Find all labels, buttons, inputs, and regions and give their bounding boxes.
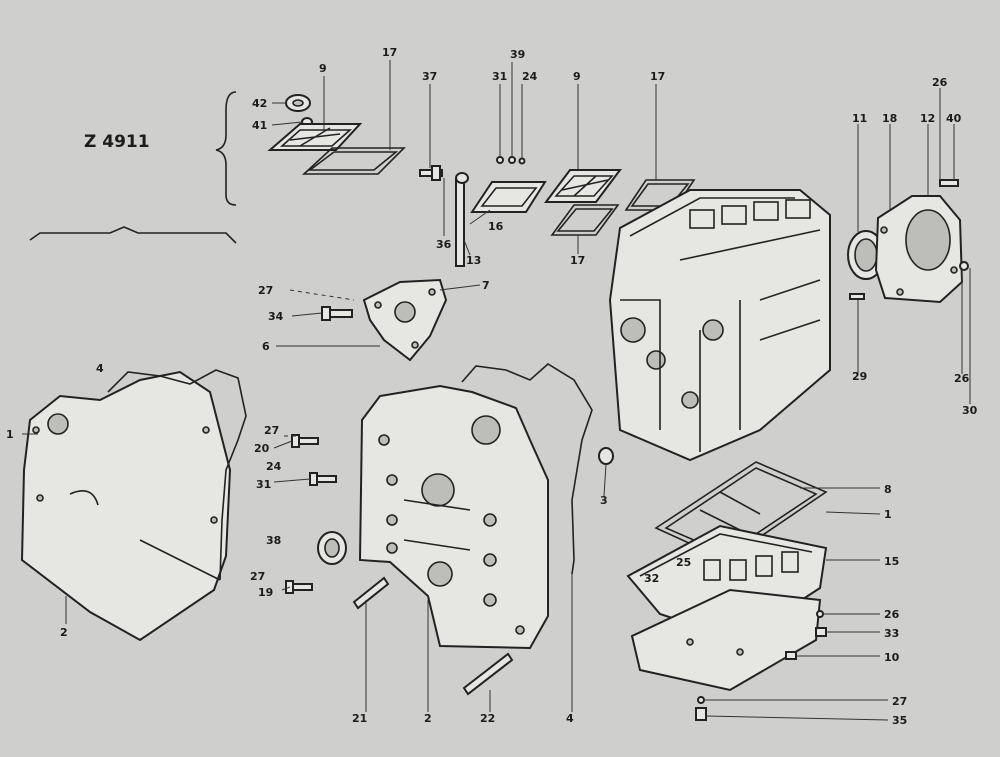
valve-cover-right <box>544 169 622 203</box>
callout-17a: 17 <box>382 46 397 59</box>
callout-27a: 27 <box>258 284 273 297</box>
callout-33: 33 <box>884 627 899 640</box>
callout-31a: 31 <box>492 70 507 83</box>
callout-17b: 17 <box>650 70 665 83</box>
callout-13: 13 <box>466 254 481 267</box>
valve-cover-left <box>267 123 363 151</box>
callout-3: 3 <box>600 494 608 507</box>
callout-41: 41 <box>252 119 267 132</box>
leader-lines <box>22 60 971 721</box>
plug-3 <box>598 447 614 465</box>
callout-37: 37 <box>422 70 437 83</box>
callout-29: 29 <box>852 370 867 383</box>
callout-1b: 1 <box>884 508 892 521</box>
callout-7: 7 <box>482 279 490 292</box>
callout-34: 34 <box>268 310 284 323</box>
bolt-34 <box>321 306 353 321</box>
callout-25: 25 <box>676 556 691 569</box>
callout-27b: 27 <box>264 424 279 437</box>
callout-24b: 24 <box>266 460 282 473</box>
valve-cover-gasket-left <box>301 147 406 175</box>
callout-40: 40 <box>946 112 962 125</box>
callout-9b: 9 <box>573 70 581 83</box>
callout-39: 39 <box>510 48 525 61</box>
plug-10 <box>785 651 797 660</box>
callout-36: 36 <box>436 238 452 251</box>
rod-13 <box>455 172 469 267</box>
callout-12: 12 <box>920 112 935 125</box>
front-plate-6 <box>362 278 448 362</box>
oil-pan-lower <box>630 588 822 692</box>
section-divider <box>29 226 237 244</box>
gasket-17-mid <box>550 204 620 236</box>
callout-6: 6 <box>262 340 270 353</box>
callout-27c: 27 <box>250 570 265 583</box>
timing-cover-left <box>20 370 232 642</box>
callout-30: 30 <box>962 404 978 417</box>
washer-26-rear <box>959 261 969 271</box>
callout-16: 16 <box>488 220 504 233</box>
callout-17c: 17 <box>570 254 585 267</box>
callout-labels: 42 41 9 17 37 31 39 24 9 17 16 17 36 13 … <box>6 46 978 727</box>
brace-mark <box>215 91 237 206</box>
bolt-40 <box>939 179 959 187</box>
callout-4b: 4 <box>566 712 574 725</box>
rear-housing-18 <box>874 195 964 304</box>
timing-case-2 <box>358 384 549 650</box>
bolts-31-39 <box>496 156 526 165</box>
callout-15: 15 <box>884 555 899 568</box>
callout-1a: 1 <box>6 428 14 441</box>
callout-27d: 27 <box>892 695 907 708</box>
engine-block <box>608 189 831 462</box>
callout-42: 42 <box>252 97 267 110</box>
callout-26a: 26 <box>932 76 948 89</box>
callout-26b: 26 <box>954 372 970 385</box>
callout-38: 38 <box>266 534 281 547</box>
timing-case-gasket-4 <box>461 363 593 575</box>
callout-31b: 31 <box>256 478 271 491</box>
callout-20: 20 <box>254 442 270 455</box>
pin-29 <box>849 293 865 300</box>
washer-26 <box>816 610 824 618</box>
diagram-title: Z 4911 <box>84 132 150 152</box>
callout-35: 35 <box>892 714 907 727</box>
callout-2a: 2 <box>60 626 68 639</box>
callout-32: 32 <box>644 572 659 585</box>
callout-8: 8 <box>884 483 892 496</box>
stud-21 <box>352 576 390 610</box>
seal-38 <box>317 531 347 565</box>
valve-cover-16 <box>470 181 547 213</box>
timing-cover-gasket-4 <box>107 369 247 581</box>
callout-2b: 2 <box>424 712 432 725</box>
bolt-33 <box>815 627 827 637</box>
callout-10: 10 <box>884 651 900 664</box>
callout-18: 18 <box>882 112 897 125</box>
callout-11: 11 <box>852 112 867 125</box>
callout-21: 21 <box>352 712 367 725</box>
bolt-20 <box>291 434 319 448</box>
callout-22: 22 <box>480 712 495 725</box>
callout-24a: 24 <box>522 70 538 83</box>
bolt-31 <box>309 472 337 486</box>
callout-9a: 9 <box>319 62 327 75</box>
bolt-37 <box>419 165 443 181</box>
callout-19: 19 <box>258 586 273 599</box>
rear-seal-11 <box>847 230 885 280</box>
stud-22 <box>462 652 514 696</box>
oil-filler-cap <box>285 94 313 127</box>
callout-26c: 26 <box>884 608 900 621</box>
callout-4a: 4 <box>96 362 104 375</box>
